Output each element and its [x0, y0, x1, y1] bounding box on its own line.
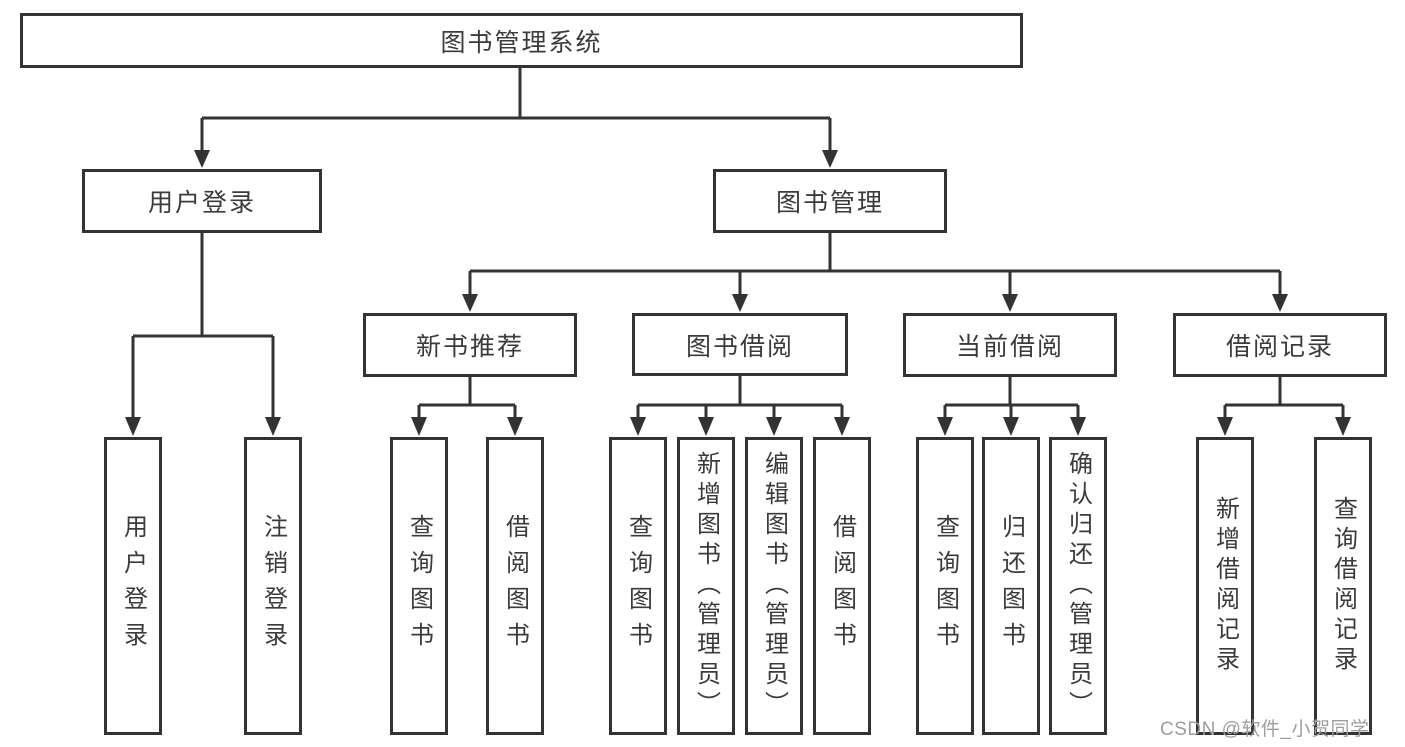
csdn-watermark: CSDN @软件_小贺同学: [1160, 719, 1370, 740]
node-library-management-system: 图书管理系统: [20, 13, 1023, 68]
leaf-query-books-current: 查询图书: [916, 437, 974, 735]
connector-current-borrow-split: [937, 376, 1086, 436]
connector-book-management-split: [462, 233, 1288, 312]
node-new-book-recommend: 新书推荐: [363, 313, 577, 377]
connector-borrow-records-split: [1217, 376, 1351, 436]
leaf-confirm-return-admin: 确认归还（管理员）: [1049, 437, 1107, 735]
leaf-edit-books-admin: 编辑图书（管理员）: [745, 437, 803, 735]
connector-user-login-split: [125, 233, 281, 436]
leaf-query-books-recommend: 查询图书: [390, 437, 448, 735]
leaf-logout: 注销登录: [244, 437, 302, 735]
leaf-user-login: 用户登录: [104, 437, 162, 735]
connector-book-borrow-split: [630, 376, 850, 436]
node-borrow-records: 借阅记录: [1173, 313, 1387, 377]
node-current-borrow: 当前借阅: [903, 313, 1117, 377]
leaf-borrow-books-recommend: 借阅图书: [486, 437, 544, 735]
node-user-login: 用户登录: [82, 169, 322, 233]
leaf-borrow-books: 借阅图书: [813, 437, 871, 735]
node-book-borrow: 图书借阅: [632, 313, 848, 376]
leaf-add-borrow-record: 新增借阅记录: [1196, 437, 1254, 735]
connector-new-book-recommend-split: [411, 376, 523, 436]
leaf-add-books-admin: 新增图书（管理员）: [677, 437, 735, 735]
leaf-query-borrow-record: 查询借阅记录: [1314, 437, 1372, 735]
connector-root-split: [194, 68, 838, 168]
leaf-query-books-borrow: 查询图书: [609, 437, 667, 735]
node-book-management: 图书管理: [713, 169, 947, 233]
leaf-return-books: 归还图书: [982, 437, 1040, 735]
